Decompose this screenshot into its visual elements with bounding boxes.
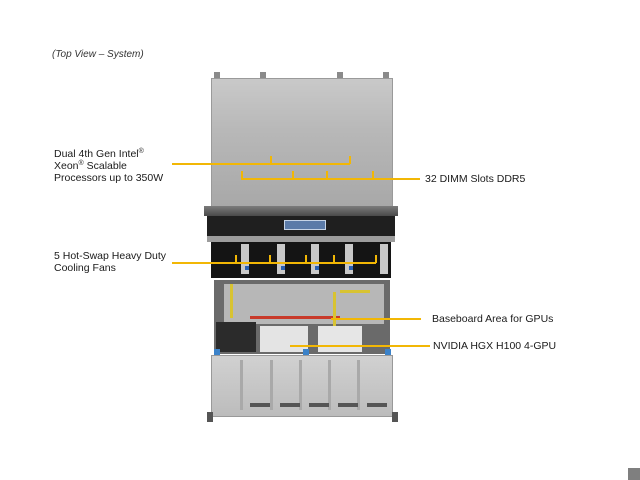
fans-leader-tick xyxy=(269,255,271,263)
slot xyxy=(270,360,273,410)
fan-rail xyxy=(207,236,395,242)
fan-latch xyxy=(349,266,353,270)
cpu-callout: Dual 4th Gen Intel® Xeon® Scalable Proce… xyxy=(54,148,163,184)
cpu-callout-line2b: Scalable xyxy=(83,160,127,172)
fans-leader-tick xyxy=(235,255,237,263)
dimm-leader-tick xyxy=(372,171,374,179)
caption: (Top View – System) xyxy=(52,49,144,60)
blue-clip xyxy=(214,349,220,355)
foot xyxy=(207,412,213,422)
dimm-leader-line xyxy=(241,178,420,180)
cable xyxy=(340,290,370,293)
gpu-leader-line xyxy=(290,345,430,347)
fan-handle xyxy=(277,244,285,274)
corner-marker xyxy=(628,468,640,480)
dimm-callout: 32 DIMM Slots DDR5 xyxy=(425,173,526,185)
gpu-heatsink xyxy=(260,326,308,352)
psu-area xyxy=(216,322,256,352)
fan-handle xyxy=(241,244,249,274)
vent xyxy=(250,403,270,407)
fans-callout-line2: Cooling Fans xyxy=(54,262,116,274)
slot xyxy=(299,360,302,410)
fan-latch xyxy=(315,266,319,270)
fan-handle xyxy=(380,244,388,274)
dimm-leader-tick xyxy=(241,171,243,179)
cpu-callout-line3: Processors up to 350W xyxy=(54,172,164,184)
gpu-callout: NVIDIA HGX H100 4-GPU xyxy=(433,340,557,352)
slot xyxy=(240,360,243,410)
cpu-leader-line xyxy=(172,163,350,165)
vent xyxy=(280,403,300,407)
slot xyxy=(357,360,360,410)
cover-tab xyxy=(260,72,266,79)
fan-handle xyxy=(311,244,319,274)
fans-callout: 5 Hot-Swap Heavy Duty Cooling Fans xyxy=(54,250,166,274)
front-bar xyxy=(204,206,398,216)
fans-leader-tick xyxy=(305,255,307,263)
foot xyxy=(392,412,398,422)
baseboard-leader-line xyxy=(331,318,421,320)
vent xyxy=(338,403,358,407)
cpu-leader-tick xyxy=(270,156,272,164)
registered-mark: ® xyxy=(78,160,84,167)
cpu-callout-line1: Dual 4th Gen Intel xyxy=(54,148,139,160)
fan-latch xyxy=(281,266,285,270)
dimm-leader-tick xyxy=(326,171,328,179)
vent xyxy=(367,403,387,407)
top-cover xyxy=(211,78,393,208)
cable xyxy=(250,316,340,319)
model-badge xyxy=(284,220,326,230)
dimm-leader-tick xyxy=(292,171,294,179)
fan-bay xyxy=(211,242,391,278)
blue-clip xyxy=(385,349,391,355)
fans-leader-line xyxy=(172,262,376,264)
cover-tab xyxy=(383,72,389,79)
cover-tab xyxy=(337,72,343,79)
cable xyxy=(333,292,336,328)
fans-callout-line1: 5 Hot-Swap Heavy Duty xyxy=(54,250,167,262)
cable xyxy=(230,284,233,318)
fans-leader-tick xyxy=(375,255,377,263)
fan-handle xyxy=(345,244,353,274)
cpu-callout-line2a: Xeon xyxy=(54,160,79,172)
cover-tab xyxy=(214,72,220,79)
fans-leader-tick xyxy=(333,255,335,263)
blue-clip xyxy=(303,349,309,355)
fan-latch xyxy=(245,266,249,270)
vent xyxy=(309,403,329,407)
gpu-heatsink xyxy=(318,326,362,352)
slot xyxy=(328,360,331,410)
baseboard-callout: Baseboard Area for GPUs xyxy=(432,313,554,325)
cpu-leader-tick xyxy=(349,156,351,164)
bottom-plate xyxy=(211,355,393,417)
registered-mark: ® xyxy=(138,148,144,155)
